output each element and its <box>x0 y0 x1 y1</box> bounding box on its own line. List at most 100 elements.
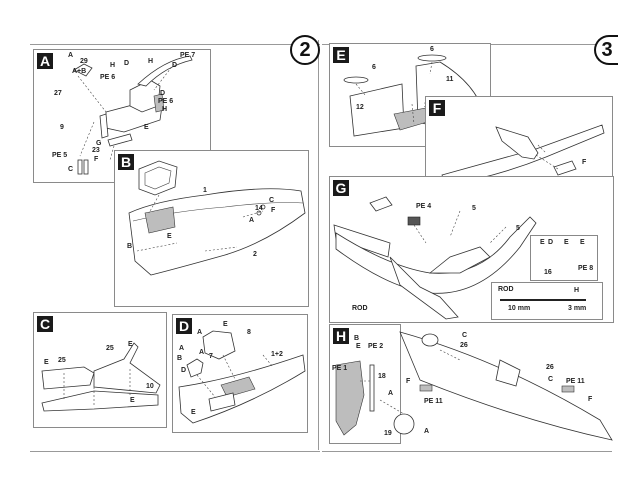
label-a-17: PE 5 <box>52 152 68 159</box>
panel-f-drawing <box>441 124 605 186</box>
label-g-4: D <box>548 239 554 246</box>
label-g-6: E <box>580 239 585 246</box>
label-h-5: F <box>406 378 411 385</box>
label-d-0: E <box>223 321 228 328</box>
label-b-3: F <box>271 207 276 214</box>
panel-h-drawing <box>335 360 375 436</box>
label-c-3: E <box>44 359 49 366</box>
label-a-1: 29 <box>80 58 88 65</box>
label-a-13: E <box>144 124 149 131</box>
label-e-1: 6 <box>372 64 376 71</box>
label-h-6: A <box>388 390 394 397</box>
label-h-7: PE 11 <box>424 398 443 405</box>
label-a-5: D <box>124 60 130 67</box>
label-e-2: 11 <box>446 76 454 83</box>
label-h-8: 19 <box>384 430 392 437</box>
label-a-0: A <box>68 52 74 59</box>
panel-a-letter: A <box>37 53 53 69</box>
rod-box: ROD H 10 mm 3 mm <box>491 282 603 320</box>
label-h-10: C <box>462 332 468 339</box>
panel-c-letter: C <box>37 316 53 332</box>
panel-g-letter: G <box>333 180 349 196</box>
label-h-14: PE 11 <box>566 378 585 385</box>
label-h-4: 18 <box>378 373 386 380</box>
rod-length: 10 mm <box>508 305 531 312</box>
panel-d: D E 8 A 7 A 1+2 A B D E <box>172 314 308 433</box>
label-d-7: B <box>177 355 183 362</box>
label-g-3: E <box>540 239 545 246</box>
bottom-rule-left <box>30 451 320 452</box>
label-a-16: 23 <box>92 147 100 154</box>
label-b-1: C <box>269 197 275 204</box>
panel-f-letter: F <box>429 100 445 116</box>
label-g-5: E <box>564 239 569 246</box>
top-rule-left <box>30 44 320 45</box>
label-h-12: 26 <box>546 364 554 371</box>
label-c-5: E <box>130 397 135 404</box>
panel-h: H B E PE 2 PE 1 18 <box>329 324 401 444</box>
label-g-2: 5 <box>516 225 520 232</box>
label-d-5: 1+2 <box>271 351 283 358</box>
label-a-7: PE 7 <box>180 52 196 59</box>
label-h-1: E <box>356 343 361 350</box>
label-g-7: PE 8 <box>578 265 594 272</box>
label-c-2: 25 <box>58 357 66 364</box>
panel-f: F F 24 <box>425 96 613 195</box>
label-d-8: D <box>181 367 187 374</box>
label-a-15: G <box>96 140 102 147</box>
panel-g-drawing <box>333 196 537 320</box>
label-d-9: E <box>191 409 196 416</box>
label-c-0: 25 <box>106 345 114 352</box>
panel-d-drawing <box>178 330 306 424</box>
label-e-0: 6 <box>430 46 434 53</box>
label-g-0: PE 4 <box>416 203 432 210</box>
label-g-9: ROD <box>352 305 368 312</box>
panel-b-drawing <box>128 160 306 276</box>
bottom-rule-right <box>322 451 612 452</box>
label-a-3: 27 <box>54 90 62 97</box>
label-g-1: 5 <box>472 205 476 212</box>
label-c-1: E <box>128 341 133 348</box>
label-a-4: H <box>110 62 116 69</box>
label-h-15: F <box>588 396 593 403</box>
label-a-18: F <box>94 156 99 163</box>
label-c-4: 10 <box>146 383 154 390</box>
label-b-5: E <box>167 233 172 240</box>
label-b-0: 1 <box>203 187 207 194</box>
label-d-1: 8 <box>247 329 251 336</box>
rod-line <box>500 299 586 301</box>
label-b-2: 14 <box>255 205 263 212</box>
label-a-6: PE 6 <box>100 74 116 81</box>
panel-b: B 1 C 14 F A E B 2 <box>114 150 309 307</box>
label-a-10: D <box>160 90 166 97</box>
label-h-2: PE 2 <box>368 343 384 350</box>
label-b-7: 2 <box>253 251 257 258</box>
label-e-3: 12 <box>356 104 364 111</box>
panel-c: C 25 E 25 E 10 E <box>33 312 167 428</box>
label-d-3: 7 <box>209 353 213 360</box>
label-a-12: H <box>162 106 168 113</box>
rod-diameter: 3 mm <box>568 305 587 312</box>
label-b-4: A <box>249 217 255 224</box>
panel-c-drawing <box>41 342 161 412</box>
label-a-2: A+B <box>72 68 87 75</box>
rod-title: ROD <box>498 286 514 293</box>
label-a-14: 9 <box>60 124 64 131</box>
label-d-4: A <box>199 349 205 356</box>
label-f-0: F <box>582 159 587 166</box>
label-h-9: A <box>424 428 430 435</box>
panel-e-letter: E <box>333 47 349 63</box>
panel-b-letter: B <box>118 154 134 170</box>
panel-h-letter: H <box>333 328 349 344</box>
panel-d-letter: D <box>176 318 192 334</box>
panel-a-drawing <box>73 55 193 175</box>
label-a-8: H <box>148 58 154 65</box>
label-g-8: 16 <box>544 269 552 276</box>
label-a-19: C <box>68 166 74 173</box>
label-d-2: A <box>197 329 203 336</box>
label-h-0: B <box>354 335 360 342</box>
page-divider <box>318 40 319 450</box>
rod-h-label: H <box>574 287 580 294</box>
